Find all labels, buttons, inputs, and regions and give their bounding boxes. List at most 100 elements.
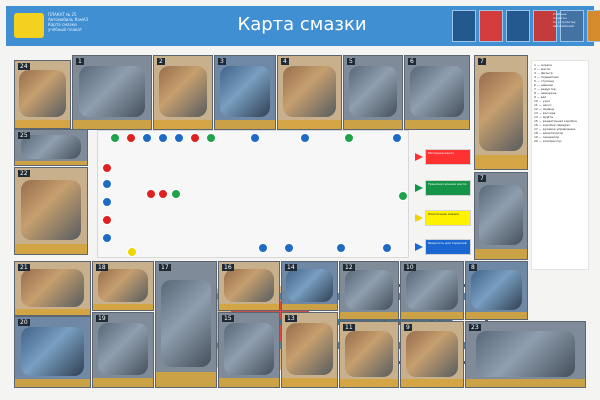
list-item: 12 — привод	[534, 107, 555, 111]
cell-number: 1	[76, 58, 84, 65]
list-item: 19 — генератор	[534, 135, 560, 139]
red-lubrication-point	[126, 133, 136, 143]
illustration-cell: 19	[92, 312, 154, 388]
blue-lubrication-point	[102, 233, 112, 243]
yellow-lubrication-point	[127, 247, 137, 257]
blue-lubrication-point	[284, 243, 294, 253]
logo-title: ПЛАКАТ № 25	[48, 12, 77, 17]
cell-number: 14	[285, 264, 297, 271]
illustration-cell: 20	[14, 316, 91, 388]
cell-number: 20	[18, 319, 30, 326]
thumbnail	[479, 10, 503, 42]
illustration-cell: 15	[218, 312, 280, 388]
legend-grease: Пластичная смазка	[425, 210, 471, 226]
blue-lubrication-point	[142, 133, 152, 143]
legend-marker	[415, 184, 423, 192]
page-title: Карта смазки	[237, 14, 367, 35]
illustration-cell: 24	[14, 60, 71, 129]
cell-number: 10	[404, 264, 416, 271]
illustration-cell: 22	[14, 167, 88, 255]
blue-lubrication-point	[174, 133, 184, 143]
green-lubrication-point	[398, 191, 408, 201]
poster-header: ПЛАКАТ № 25 Автомобиль КамАЗ Карта смазк…	[6, 6, 600, 46]
list-item: 15 — раздаточная коробка	[534, 119, 577, 123]
cell-number: 13	[285, 315, 297, 322]
red-lubrication-point	[146, 189, 156, 199]
thumbnail	[587, 10, 600, 42]
blue-lubrication-point	[102, 197, 112, 207]
cell-number: 16	[222, 264, 234, 271]
cell-number: 3	[218, 58, 226, 65]
cell-number: 23	[469, 324, 481, 331]
illustration-cell: 5	[343, 55, 403, 130]
cell-number: 7	[478, 58, 486, 65]
cell-number: 2	[157, 58, 165, 65]
logo-text: ПЛАКАТ № 25 Автомобиль КамАЗ Карта смазк…	[48, 12, 168, 32]
cell-number: 6	[408, 58, 416, 65]
illustration-cell: 8	[465, 261, 528, 320]
logo-line-3: учебный плакат	[48, 27, 83, 32]
thumbnail	[506, 10, 530, 42]
green-lubrication-point	[171, 189, 181, 199]
list-item: 16 — коробка передач	[534, 123, 570, 127]
list-item: 14 — муфта	[534, 115, 553, 119]
illustration-cell: 2	[153, 55, 213, 130]
legend-brake-fluid: Жидкость для тормозов	[425, 239, 471, 255]
legend-marker	[415, 153, 423, 161]
red-lubrication-point	[158, 189, 168, 199]
legend-transmission-oil: Трансмиссионное масло	[425, 180, 471, 196]
illustration-cell: 7	[474, 55, 528, 170]
green-lubrication-point	[110, 133, 120, 143]
cell-number: 7	[478, 175, 486, 182]
cell-number: 9	[404, 324, 412, 331]
list-item: 7 — редуктор	[534, 87, 556, 91]
cell-number: 21	[18, 264, 30, 271]
blue-lubrication-point	[258, 243, 268, 253]
cell-number: 25	[18, 132, 30, 139]
logo	[14, 13, 44, 38]
list-item: 20 — компрессор	[534, 139, 562, 143]
list-item: 4 — подшипник	[534, 75, 560, 79]
blue-lubrication-point	[392, 133, 402, 143]
list-item: 3 — фильтр	[534, 71, 553, 75]
illustration-cell: 6	[404, 55, 470, 130]
blue-lubrication-point	[250, 133, 260, 143]
thumbnail	[452, 10, 476, 42]
header-thumbnails	[452, 10, 600, 42]
illustration-cell: 11	[339, 321, 399, 388]
cell-number: 18	[96, 264, 108, 271]
legend-engine-oil: Моторное масло	[425, 149, 471, 165]
list-item: 1 — смазка	[534, 63, 552, 67]
illustration-cell: 18	[92, 261, 154, 311]
illustration-cell: 23	[465, 321, 586, 388]
parts-list: 1 — смазка 2 — масло 3 — фильтр 4 — подш…	[531, 60, 589, 270]
blue-lubrication-point	[336, 243, 346, 253]
side-line-3: по устройству	[553, 20, 576, 24]
cell-number: 4	[281, 58, 289, 65]
legend-marker	[415, 243, 423, 251]
side-line-1: Учебные	[553, 12, 567, 16]
illustration-cell: 16	[218, 261, 280, 311]
red-lubrication-point	[102, 215, 112, 225]
list-item: 6 — шарнир	[534, 83, 554, 87]
green-lubrication-point	[206, 133, 216, 143]
cell-number: 5	[347, 58, 355, 65]
red-lubrication-point	[190, 133, 200, 143]
cell-number: 15	[222, 315, 234, 322]
logo-line-1: Автомобиль КамАЗ	[48, 17, 89, 22]
chassis-diagram	[97, 130, 493, 377]
cell-number: 19	[96, 315, 108, 322]
logo-line-2: Карта смазки	[48, 22, 77, 27]
list-item: 11 — насос	[534, 103, 552, 107]
green-lubrication-point	[344, 133, 354, 143]
illustration-cell: 17	[155, 261, 217, 388]
illustration-cell: 21	[14, 261, 91, 316]
illustration-cell: 3	[214, 55, 276, 130]
cell-number: 8	[469, 264, 477, 271]
list-item: 13 — рессора	[534, 111, 556, 115]
side-line-4: автомобилей	[553, 24, 574, 28]
illustration-cell: 12	[339, 261, 399, 320]
illustration-cell: 7	[474, 172, 528, 260]
cell-number: 12	[343, 264, 355, 271]
